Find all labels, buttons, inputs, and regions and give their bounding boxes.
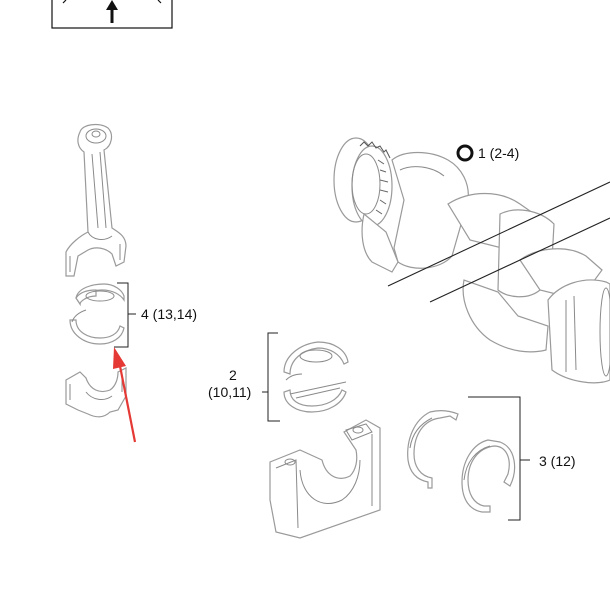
- connecting-rod: [65, 123, 127, 277]
- up-arrow-nav-button[interactable]: [51, 0, 173, 29]
- conrod-bearing-shells[interactable]: [69, 283, 125, 345]
- main-bearing-cap: [269, 419, 381, 539]
- label-main-bearing-bottom: (10,11): [208, 384, 251, 400]
- callout-main-bearing: 2 (10,11): [208, 332, 280, 422]
- label-conrod-bearing: 4 (13,14): [141, 306, 197, 322]
- main-bearing-shells[interactable]: [283, 341, 349, 413]
- label-thrust-washer: 3 (12): [539, 453, 576, 469]
- label-crankshaft: 1 (2-4): [478, 145, 519, 161]
- o-ring-icon: [456, 144, 474, 162]
- callout-crankshaft: 1 (2-4): [456, 144, 519, 162]
- thrust-washers[interactable]: [407, 410, 516, 513]
- red-pointer-arrow: [113, 347, 137, 443]
- callout-conrod-bearing: 4 (13,14): [114, 282, 197, 348]
- label-main-bearing-top: 2: [229, 367, 237, 383]
- crankshaft: [333, 137, 610, 384]
- conrod-cap: [65, 367, 127, 418]
- callout-thrust-washer: 3 (12): [468, 396, 576, 521]
- up-arrow-icon: [106, 0, 118, 23]
